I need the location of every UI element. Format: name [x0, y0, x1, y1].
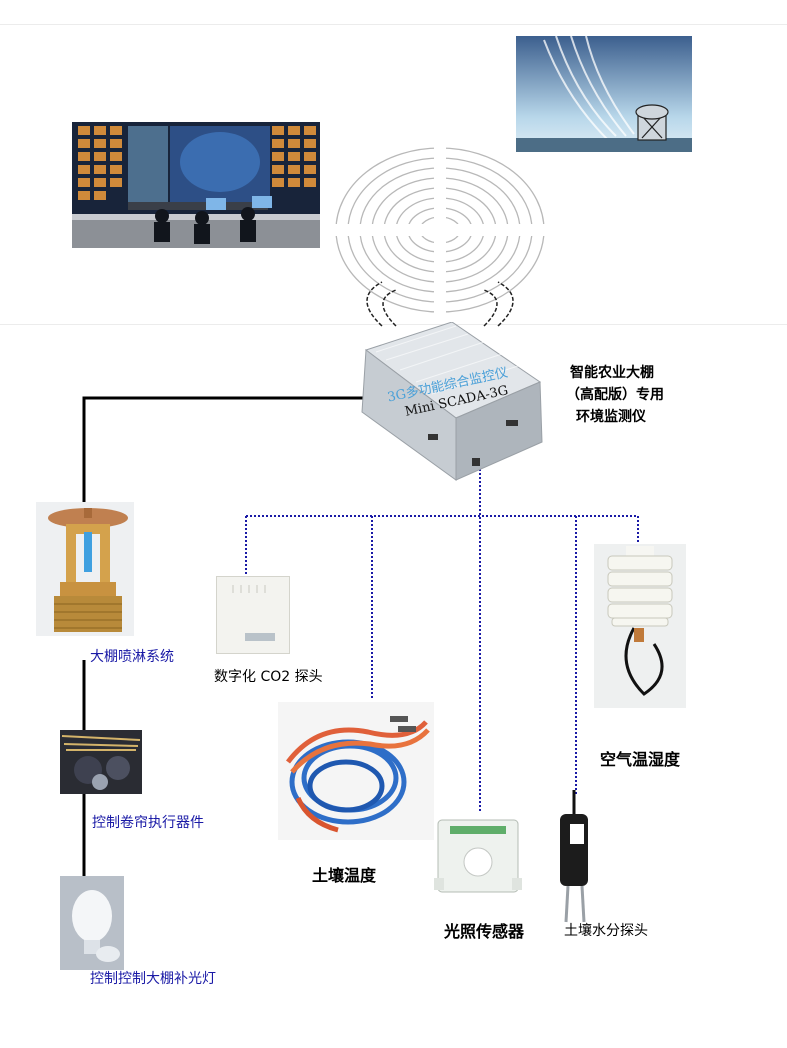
- soil-moisture-label: 土壤水分探头: [564, 923, 648, 939]
- sprinkler-label: 大棚喷淋系统: [90, 649, 174, 665]
- grow-light-photo: [60, 876, 124, 970]
- air-temp-humidity-label: 空气温湿度: [600, 750, 681, 769]
- radar-station-photo: [516, 36, 692, 152]
- grow-light-label: 控制控制大棚补光灯: [90, 971, 216, 987]
- device-description-line1: 智能农业大棚: [570, 365, 654, 381]
- monitoring-device: 3G多功能综合监控仪 Mini SCADA-3G: [356, 322, 546, 484]
- control-room-photo: [72, 122, 320, 248]
- top-divider: [0, 24, 787, 25]
- curtain-label: 控制卷帘执行器件: [92, 815, 204, 831]
- device-description-line3: 环境监测仪: [576, 409, 646, 425]
- soil-moisture-probe-photo: [554, 790, 596, 924]
- soil-temperature-label: 土壤温度: [312, 866, 377, 885]
- wireless-signal-graphic: [330, 140, 550, 327]
- co2-sensor-label: 数字化 CO2 探头: [214, 669, 323, 685]
- light-sensor-photo: [434, 812, 522, 896]
- soil-temperature-photo: [278, 702, 434, 840]
- sensor-bus: [245, 465, 639, 812]
- curtain-motor-photo: [60, 730, 142, 794]
- sprinkler-photo: [36, 502, 134, 636]
- air-temp-humidity-photo: [594, 544, 686, 708]
- actuator-line: [82, 396, 370, 502]
- device-description-line2: （高配版）专用: [566, 387, 664, 403]
- light-sensor-label: 光照传感器: [444, 922, 525, 941]
- co2-sensor-photo: [216, 576, 290, 654]
